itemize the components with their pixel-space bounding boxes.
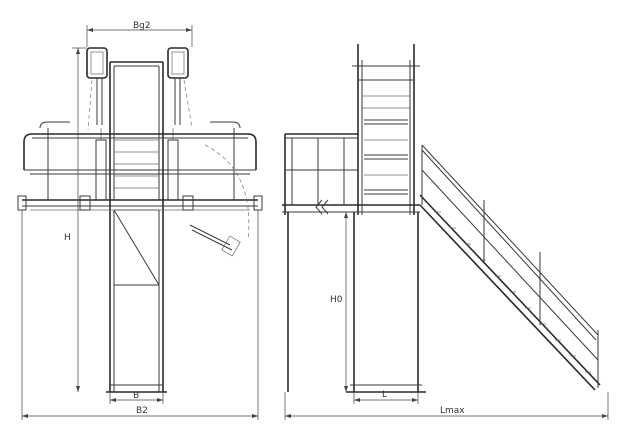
dimension-b: B bbox=[109, 391, 164, 404]
inclined-stair bbox=[419, 144, 601, 391]
dimension-l: L bbox=[353, 390, 419, 404]
platform-handrail bbox=[23, 121, 257, 200]
dimension-h0: H0 bbox=[330, 212, 348, 392]
dimension-bg2: Bg2 bbox=[86, 21, 193, 47]
top-ladder bbox=[352, 44, 420, 215]
side-legs bbox=[287, 212, 426, 393]
left-upper-rail bbox=[86, 47, 108, 131]
label-h: H bbox=[64, 233, 71, 243]
side-platform bbox=[282, 133, 420, 215]
dimension-lmax: Lmax bbox=[284, 392, 609, 420]
platform-deck bbox=[17, 195, 263, 211]
label-lmax: Lmax bbox=[440, 406, 465, 416]
dimension-b2: B2 bbox=[21, 210, 259, 420]
dimension-h: H bbox=[64, 47, 87, 392]
central-tower bbox=[106, 61, 167, 393]
label-bg2: Bg2 bbox=[133, 21, 151, 31]
side-view: H0 L Lmax bbox=[282, 44, 609, 420]
label-b2: B2 bbox=[136, 406, 148, 416]
right-upper-rail bbox=[167, 47, 193, 129]
label-h0: H0 bbox=[330, 295, 343, 305]
label-b: B bbox=[133, 391, 139, 401]
label-l: L bbox=[382, 390, 387, 400]
front-view: Bg2 bbox=[17, 21, 263, 420]
folding-gate-swing bbox=[189, 144, 250, 257]
